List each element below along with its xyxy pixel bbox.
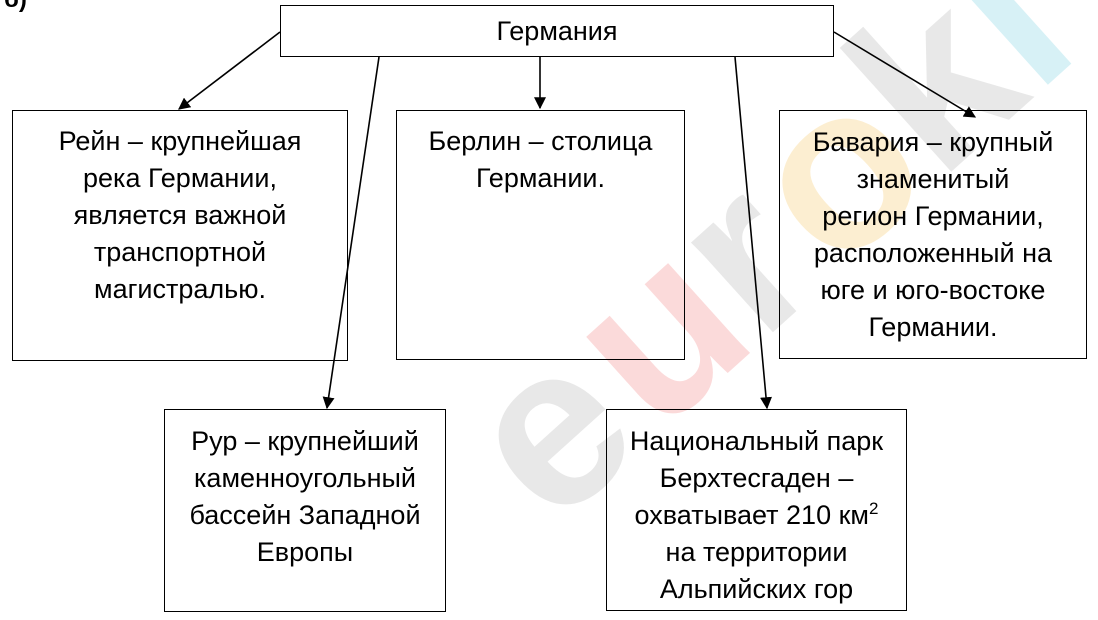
node-bavaria: Бавария – крупный знаменитый регион Герм… — [779, 110, 1087, 359]
node-park-text-tail: на территории Альпийских гор — [659, 537, 854, 604]
arrow-to-ruhr — [322, 56, 380, 410]
node-rhine-text: Рейн – крупнейшая река Германии, являетс… — [58, 126, 302, 304]
node-ruhr: Рур – крупнейший каменноугольный бассейн… — [164, 409, 446, 612]
node-berchtesgaden-park: Национальный парк Берхтесгаден – охватыв… — [606, 409, 907, 611]
section-label: б) — [4, 0, 27, 14]
node-park-text-main: Национальный парк Берхтесгаден – охватыв… — [629, 426, 884, 530]
arrow-to-park — [734, 56, 772, 410]
node-park-text-superscript: 2 — [868, 499, 879, 518]
node-berlin: Берлин – столица Германии. — [396, 110, 685, 360]
node-berlin-text: Берлин – столица Германии. — [428, 126, 653, 193]
arrow-to-bavaria — [833, 31, 977, 118]
node-rhine: Рейн – крупнейшая река Германии, являетс… — [12, 110, 348, 361]
arrow-to-rhine — [178, 31, 281, 110]
node-park-text: Национальный парк Берхтесгаден – охватыв… — [623, 423, 890, 608]
node-ruhr-text: Рур – крупнейший каменноугольный бассейн… — [189, 426, 421, 567]
node-germany-text: Германия — [496, 16, 618, 46]
node-germany: Германия — [280, 5, 834, 57]
node-bavaria-text: Бавария – крупный знаменитый регион Герм… — [812, 127, 1054, 342]
